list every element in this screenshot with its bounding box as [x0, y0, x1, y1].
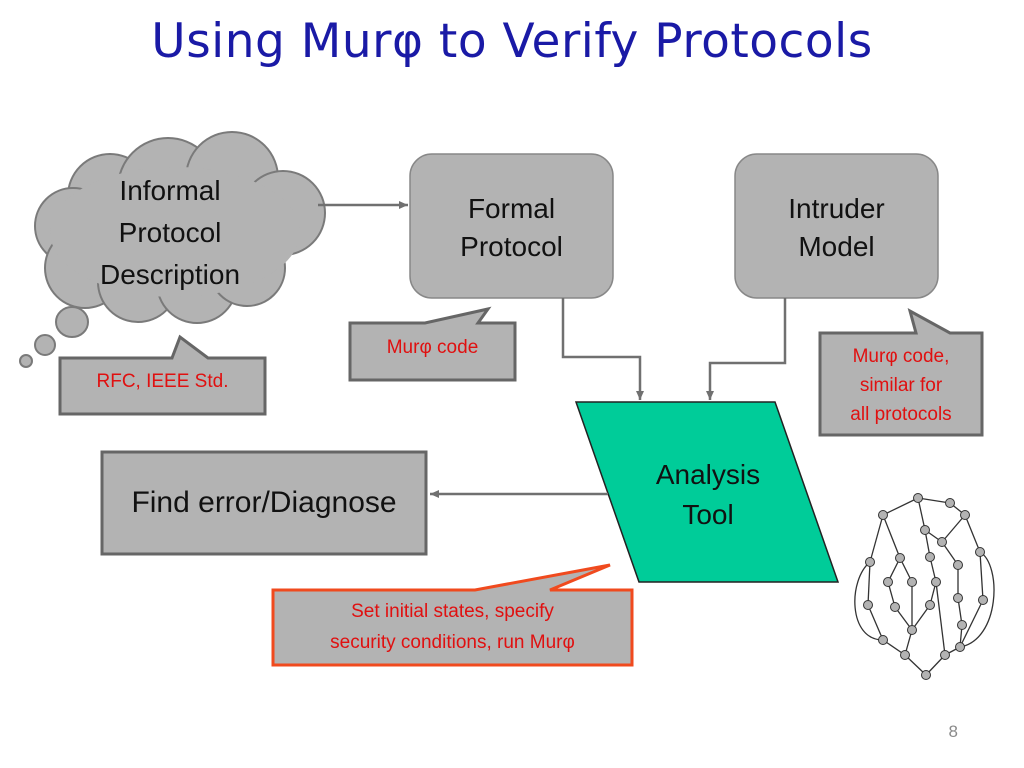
formal-line-2: Protocol	[460, 231, 563, 262]
murphi-similar-callout-shape	[818, 307, 984, 437]
murphi-code-callout-shape	[348, 306, 517, 382]
arrow-intruder-to-analysis	[706, 298, 787, 400]
find-error-label: Find error/Diagnose	[131, 486, 397, 519]
intruder-model-box	[734, 153, 939, 299]
analysis-tool-label: Analysis Tool	[608, 455, 808, 535]
slide-title: Using Murφ to Verify Protocols	[151, 14, 873, 69]
murphi-similar-line-1: Murφ code,	[852, 346, 950, 367]
page-number: 8	[948, 722, 958, 741]
state-graph-icon	[854, 493, 995, 680]
rfc-callout-shape	[58, 334, 267, 416]
murphi-similar-line-2: similar for	[859, 375, 943, 396]
set-initial-callout-shape	[271, 563, 634, 667]
informal-line-1: Informal	[119, 175, 221, 206]
intruder-line-1: Intruder	[788, 193, 885, 224]
set-initial-line-1: Set initial states, specify	[351, 601, 554, 622]
informal-protocol-cloud	[19, 131, 326, 368]
intruder-model-label: Intruder Model	[735, 190, 938, 266]
find-error-box	[100, 450, 428, 556]
set-initial-callout-text: Set initial states, specify security con…	[273, 596, 632, 658]
informal-line-3: Description	[99, 259, 241, 290]
informal-protocol-label: Informal Protocol Description	[70, 170, 270, 296]
intruder-line-2: Model	[798, 231, 875, 262]
formal-protocol-box	[409, 153, 614, 299]
formal-line-1: Formal	[467, 193, 556, 224]
murphi-code-callout-text: Murφ code	[386, 337, 479, 358]
murphi-similar-callout-text: Murφ code, similar for all protocols	[820, 342, 982, 429]
rfc-callout-text: RFC, IEEE Std.	[96, 371, 229, 392]
analysis-tool-shape	[574, 401, 840, 583]
formal-protocol-label: Formal Protocol	[410, 190, 613, 266]
arrow-formal-to-analysis	[561, 298, 644, 400]
analysis-line-2: Tool	[682, 499, 734, 530]
murphi-similar-line-3: all protocols	[850, 404, 952, 425]
analysis-line-1: Analysis	[655, 459, 761, 490]
set-initial-line-2: security conditions, run Murφ	[330, 632, 575, 653]
informal-line-2: Protocol	[118, 217, 222, 248]
